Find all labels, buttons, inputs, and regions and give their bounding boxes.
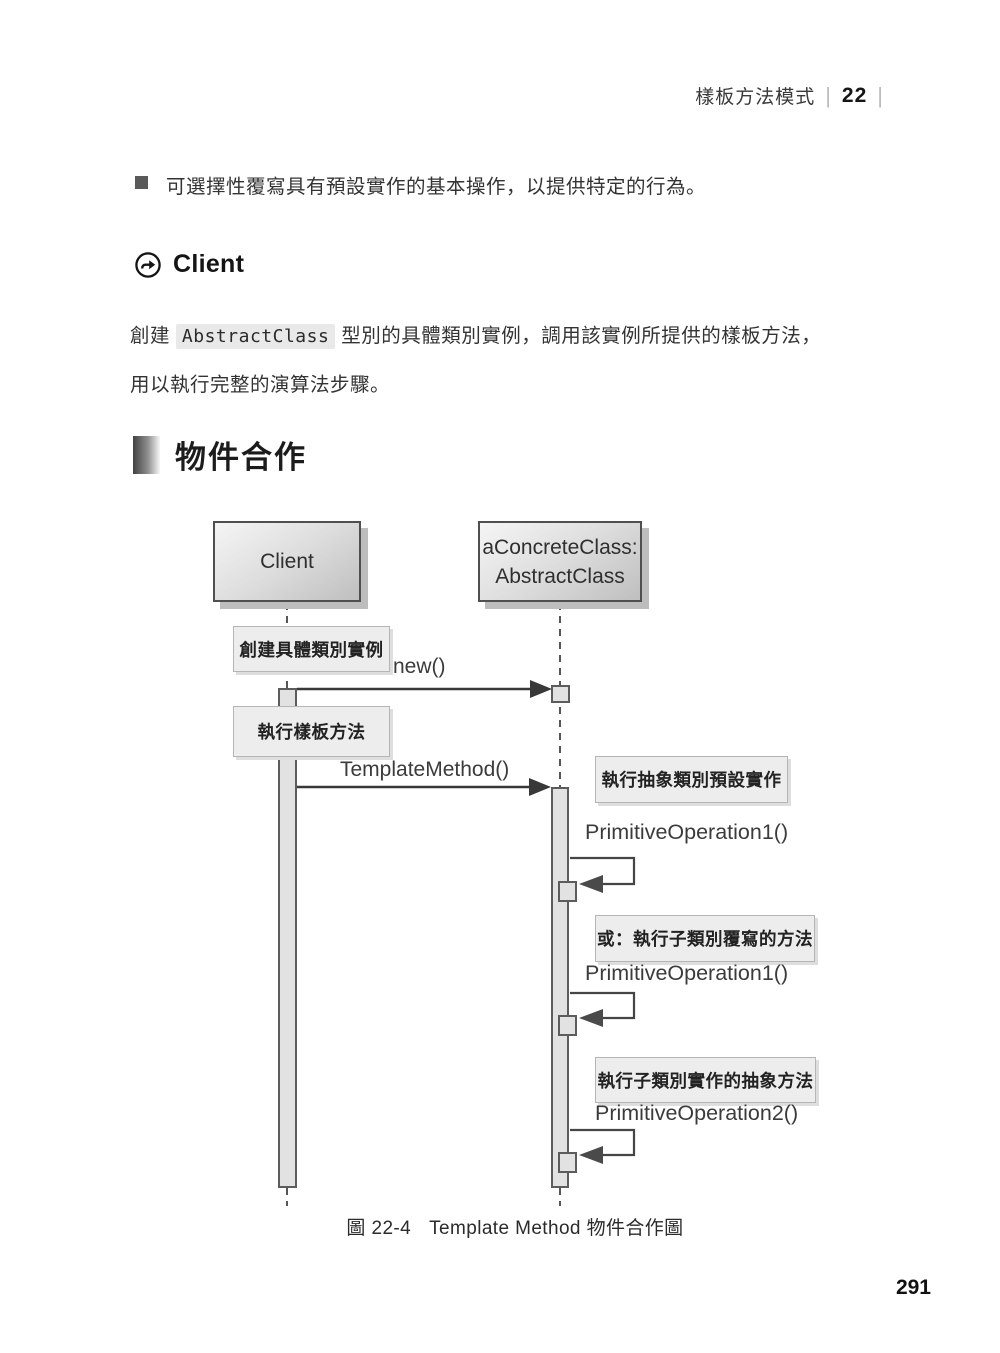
- gradient-block-icon: [133, 435, 160, 474]
- chapter-title: 樣板方法模式: [695, 87, 816, 108]
- page-number: 291: [895, 1276, 931, 1299]
- actor-concrete-label: aConcreteClass: AbstractClass: [482, 533, 637, 591]
- client-section-heading: Client: [134, 250, 244, 279]
- nested-activation-3: [558, 1152, 577, 1173]
- new-message-arrowhead: [530, 680, 552, 698]
- note-create-instance: 創建具體類別實例: [233, 626, 390, 672]
- message-label-primitiveoperation1-b: PrimitiveOperation1(): [585, 961, 789, 985]
- templatemethod-message-arrowhead: [529, 778, 551, 796]
- nested-activation-1: [558, 881, 577, 902]
- note-run-abstract-method: 執行子類別實作的抽象方法: [595, 1057, 816, 1103]
- client-activation-bar: [278, 688, 297, 1188]
- figure-title: Template Method 物件合作圖: [429, 1218, 684, 1239]
- paragraph-text: 創建: [130, 325, 176, 347]
- self-call-1-loop: [570, 856, 636, 886]
- running-header: 樣板方法模式 | 22 |: [695, 82, 884, 109]
- actor-box-client: Client: [213, 521, 361, 602]
- bullet-item: 可選擇性覆寫具有預設實作的基本操作，以提供特定的行為。: [135, 170, 706, 199]
- client-heading-text: Client: [173, 250, 245, 278]
- circled-arrow-icon: [135, 251, 161, 278]
- client-paragraph: 創建 AbstractClass 型別的具體類別實例，調用該實例所提供的樣板方法…: [130, 312, 920, 409]
- self-call-3-loop: [570, 1128, 636, 1157]
- nested-activation-2: [558, 1015, 577, 1036]
- self-call-1-arrowhead: [579, 875, 603, 893]
- note-run-template-method: 執行樣板方法: [233, 706, 390, 757]
- actor-concrete-line1: aConcreteClass:: [482, 535, 638, 559]
- message-label-primitiveoperation2: PrimitiveOperation2(): [595, 1101, 799, 1125]
- actor-concrete-line2: AbstractClass: [495, 564, 625, 588]
- header-separator: |: [877, 82, 884, 108]
- chapter-number: 22: [841, 83, 868, 107]
- note-run-default-impl: 執行抽象類別預設實作: [595, 756, 788, 803]
- message-label-new: new(): [393, 655, 446, 678]
- self-call-2-arrowhead: [579, 1009, 603, 1027]
- collaboration-heading-text: 物件合作: [175, 440, 307, 475]
- new-activation-box: [551, 685, 570, 703]
- self-call-3-arrowhead: [579, 1146, 603, 1164]
- actor-client-label: Client: [260, 550, 314, 573]
- header-separator: |: [825, 82, 832, 108]
- bullet-square-icon: [135, 176, 148, 189]
- actor-box-concreteclass: aConcreteClass: AbstractClass: [478, 521, 642, 602]
- concrete-activation-bar: [551, 787, 569, 1188]
- note-run-overridden-method: 或：執行子類別覆寫的方法: [595, 915, 815, 962]
- bullet-text: 可選擇性覆寫具有預設實作的基本操作，以提供特定的行為。: [166, 176, 707, 198]
- self-call-2-loop: [570, 991, 636, 1020]
- message-label-primitiveoperation1-a: PrimitiveOperation1(): [585, 820, 789, 844]
- paragraph-text: 用以執行完整的演算法步驟。: [130, 374, 391, 396]
- figure-number: 圖 22-4: [346, 1218, 412, 1239]
- paragraph-text: 型別的具體類別實例，調用該實例所提供的樣板方法，: [335, 325, 822, 347]
- inline-code-abstractclass: AbstractClass: [175, 324, 336, 349]
- collaboration-section-heading: 物件合作: [133, 432, 307, 477]
- figure-caption: 圖 22-4 Template Method 物件合作圖: [30, 1213, 1000, 1240]
- message-label-templatemethod: TemplateMethod(): [340, 758, 510, 781]
